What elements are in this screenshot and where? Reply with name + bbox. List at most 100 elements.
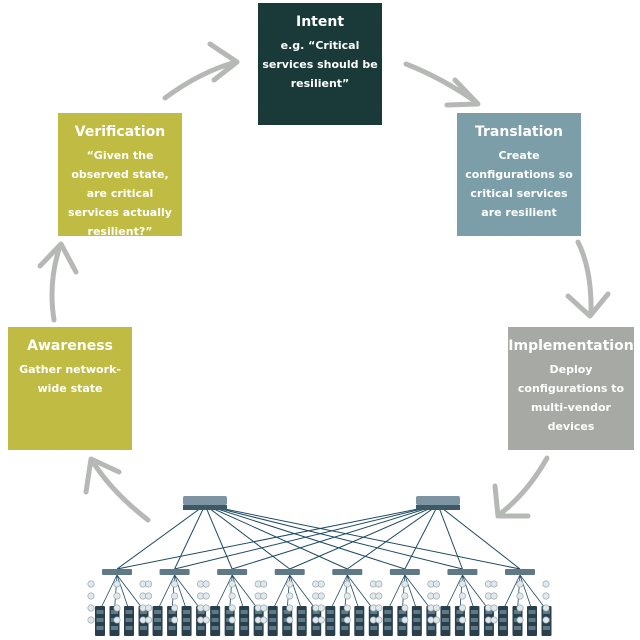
- server-rack-slot: [298, 618, 306, 622]
- endpoint-node: [260, 580, 268, 588]
- leaf-switch: [102, 569, 132, 575]
- endpoint-node: [490, 580, 498, 588]
- leaf-server-link: [214, 574, 233, 611]
- endpoint-node: [171, 580, 179, 588]
- endpoint-node: [343, 616, 351, 624]
- server-rack-slot: [528, 626, 536, 630]
- endpoint-node: [542, 616, 550, 624]
- endpoint-node: [260, 592, 268, 600]
- implementation-description: Deploy configurations to multi-vendor de…: [517, 363, 625, 433]
- endpoint-node: [202, 616, 210, 624]
- server-rack-slot: [456, 626, 464, 630]
- endpoint-node: [343, 580, 351, 588]
- leaf-server-link: [519, 574, 547, 611]
- server-rack-slot: [183, 626, 191, 630]
- awareness-box: Awareness Gather network-wide state: [8, 327, 132, 450]
- leaf-server-link: [519, 574, 533, 611]
- leaf-switch: [447, 569, 478, 575]
- server-rack-slot: [384, 626, 392, 630]
- server-rack-slot: [485, 610, 493, 614]
- leaf-server-link: [346, 574, 375, 611]
- server-rack-slot: [413, 610, 421, 614]
- leaf-server-link: [404, 574, 418, 611]
- server-rack-slot: [370, 626, 378, 630]
- translation-title: Translation: [475, 124, 563, 140]
- endpoint-node: [145, 604, 153, 612]
- server-rack-slot: [240, 618, 248, 622]
- leaf-server-link: [502, 574, 521, 611]
- endpoint-node: [375, 592, 383, 600]
- endpoint-node: [375, 580, 383, 588]
- awareness-description: Gather network-wide state: [19, 363, 121, 395]
- server-rack-slot: [514, 626, 521, 630]
- server-rack-slot: [427, 610, 435, 614]
- server-rack-slot: [341, 610, 349, 614]
- endpoint-node: [113, 604, 121, 612]
- server-rack-slot: [269, 626, 277, 630]
- spine-leaf-link: [346, 504, 439, 570]
- endpoint-node: [286, 616, 294, 624]
- leaf-server-link: [462, 574, 475, 611]
- leaf-server-link: [116, 574, 144, 611]
- endpoint-node: [375, 604, 383, 612]
- server-rack-slot: [470, 610, 478, 614]
- endpoint-node: [516, 592, 524, 600]
- server-rack-slot: [298, 610, 306, 614]
- server-rack-slot: [111, 626, 118, 630]
- verification-title: Verification: [74, 124, 166, 140]
- server-rack-slot: [441, 610, 449, 614]
- endpoint-node: [542, 604, 550, 612]
- endpoint-node: [228, 592, 236, 600]
- server-rack-slot: [269, 618, 277, 622]
- spine-leaf-link: [204, 504, 233, 570]
- endpoint-node: [87, 616, 95, 624]
- leaf-server-link: [387, 574, 406, 611]
- endpoint-node: [87, 592, 95, 600]
- server-rack-slot: [96, 626, 104, 630]
- endpoint-node: [401, 604, 409, 612]
- endpoint-node: [432, 580, 440, 588]
- verification-description: “Given the observed state, are critical …: [68, 149, 172, 238]
- arrow-intent-to-translation: [403, 61, 481, 108]
- server-rack-slot: [355, 626, 363, 630]
- spine-leaf-link: [116, 504, 206, 570]
- server-rack-slot: [96, 610, 104, 614]
- endpoint-node: [113, 616, 121, 624]
- server-rack-slot: [355, 618, 363, 622]
- server-rack-slot: [441, 626, 449, 630]
- server-rack-slot: [211, 610, 219, 614]
- translation-box: Translation Create configurations so cri…: [457, 113, 581, 236]
- leaf-server-link: [231, 574, 245, 611]
- endpoint-node: [202, 604, 210, 612]
- leaf-server-link: [157, 574, 175, 611]
- spine-leaf-link: [174, 504, 439, 570]
- endpoint-node: [317, 604, 325, 612]
- server-rack-slot: [226, 610, 234, 614]
- server-rack-slot: [384, 618, 392, 622]
- endpoint-node: [458, 604, 466, 612]
- server-rack-slot: [111, 610, 118, 614]
- spine-leaf-link: [204, 504, 291, 570]
- server-rack-slot: [226, 626, 234, 630]
- leaf-switch: [505, 569, 535, 575]
- server-rack-slot: [413, 626, 421, 630]
- endpoint-node: [145, 592, 153, 600]
- endpoint-node: [286, 604, 294, 612]
- endpoint-node: [286, 580, 294, 588]
- implementation-title: Implementation: [508, 338, 634, 354]
- spine-switch: [416, 496, 460, 505]
- server-rack-slot: [183, 618, 191, 622]
- leaf-switch: [389, 569, 420, 575]
- server-rack-slot: [140, 626, 147, 630]
- server-rack-slot: [470, 626, 478, 630]
- endpoint-node: [516, 580, 524, 588]
- endpoint-node: [317, 616, 325, 624]
- server-rack-slot: [168, 626, 176, 630]
- server-rack-slot: [211, 618, 219, 622]
- server-rack-slot: [312, 626, 320, 630]
- server-rack-slot: [499, 626, 507, 630]
- leaf-server-link: [329, 574, 348, 611]
- endpoint-node: [401, 592, 409, 600]
- server-rack-slot: [528, 610, 536, 614]
- server-rack-slot: [514, 610, 521, 614]
